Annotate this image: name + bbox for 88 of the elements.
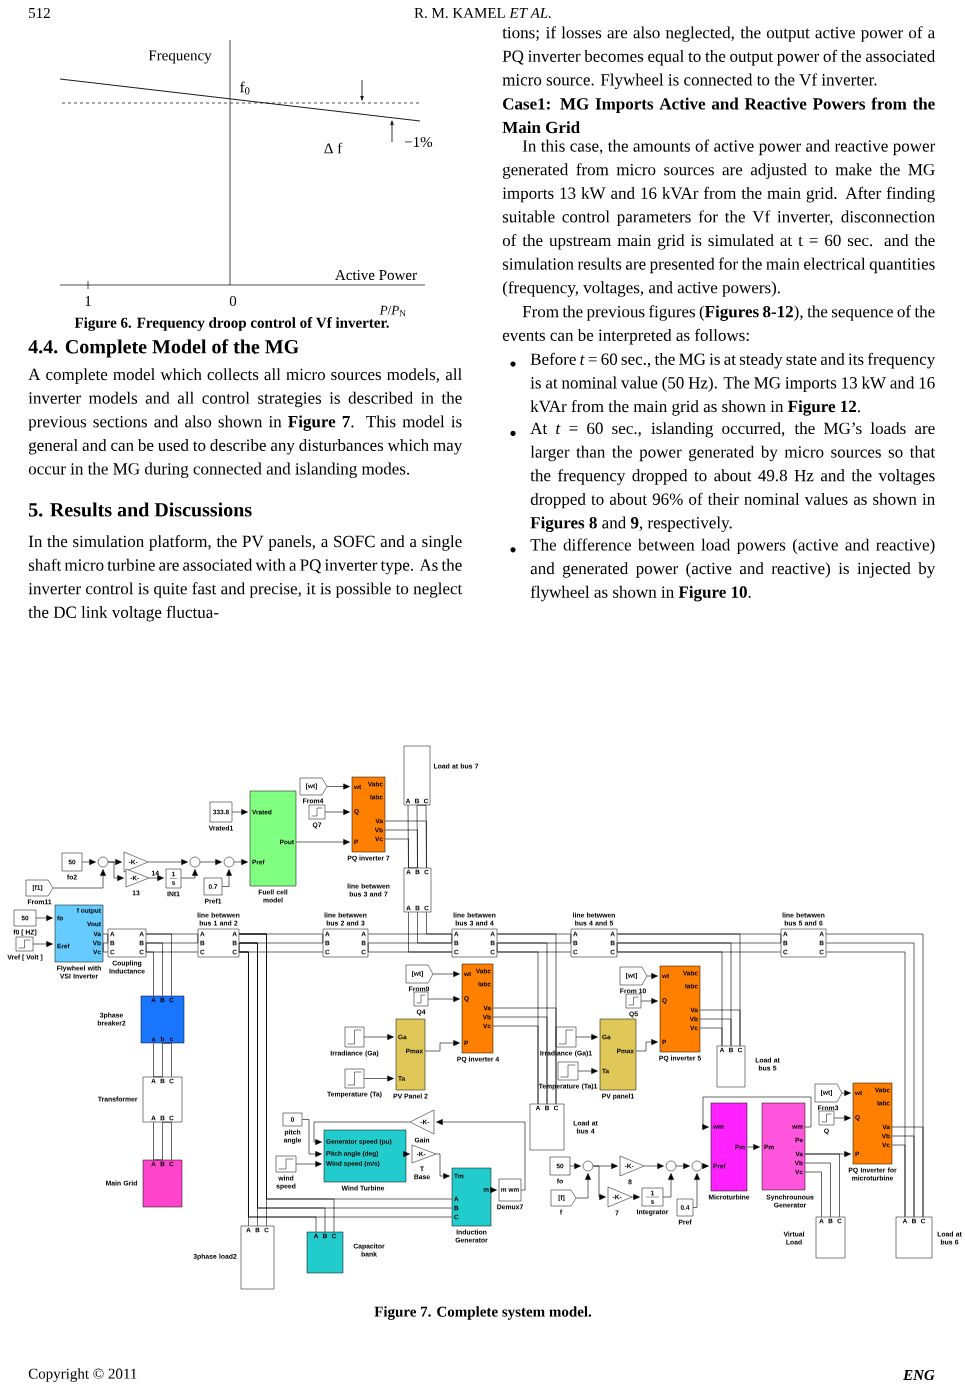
- signal-arrow: [577, 1068, 598, 1074]
- signal-arrow: [635, 1039, 658, 1052]
- paragraph: A complete model which collects all micro sources models, all inverter models and all control strategies is described in the previous sections and also shown in Figure 7. This model is general and can be used to describe any disturbances which may occur in the MG during connected and islanding modes.: [28, 368, 463, 479]
- axis-label: −1%: [404, 136, 433, 148]
- signal-arrow: [363, 1075, 394, 1082]
- signal-arrow: [199, 859, 222, 865]
- signal-arrow: [435, 1153, 450, 1179]
- signal-arrow: [841, 1090, 851, 1096]
- signal-arrow: [490, 1187, 497, 1193]
- signal-arrow: [640, 998, 658, 1004]
- signal-arrow: [326, 783, 350, 790]
- sum-junction: [665, 1160, 677, 1172]
- three-phase-line: [407, 804, 427, 869]
- three-phase-line: [153, 1121, 172, 1161]
- three-phase-line: [145, 933, 199, 953]
- signal-arrow: [646, 973, 658, 979]
- signal-arrow: [295, 839, 350, 845]
- signal-arrow: [233, 859, 248, 865]
- section-heading: 5. Results and Discussions: [29, 502, 252, 517]
- three-phase-line: [238, 933, 324, 953]
- three-phase-line: [102, 933, 109, 953]
- signal-arrow: [833, 1115, 851, 1121]
- bullet-paragraph: The difference between load powers (active and reactive) and generated power (active and reactive) is injected by flywheel as shown in Figure 10.: [530, 538, 936, 602]
- three-phase-line: [367, 933, 453, 953]
- signal-arrow: [631, 1194, 640, 1200]
- paragraph: From the previous figures (Figures 8-12), the sequence of the events can be interpreted as follows:: [502, 305, 935, 345]
- sum-junction: [582, 1160, 594, 1172]
- sum-junction: [97, 856, 109, 868]
- signal-arrow: [221, 869, 232, 887]
- signal-arrow: [301, 1119, 322, 1157]
- copyright-line: Copyright © 2011: [28, 1368, 137, 1382]
- signal-arrow: [147, 859, 188, 865]
- three-phase-line: [804, 1153, 840, 1218]
- bullet-paragraph: At t = 60 sec., islanding occurred, the MG’s loads are larger than the power generated by micro sources so that the frequency dropped to about 49.8 Hz and the voltages dropped to about 96% of their nominal values as shown in Figures 8 and 9, respectively.: [530, 422, 936, 533]
- sum-junction: [223, 856, 235, 868]
- paragraph-heading: Case1: MG Imports Active and Reactive Powers from the Main Grid: [502, 97, 935, 134]
- signal-arrow: [107, 861, 124, 881]
- signal-arrow: [324, 809, 350, 815]
- figure-caption: Figure 7. Complete system model.: [374, 1306, 592, 1320]
- signal-arrow: [592, 1165, 606, 1200]
- signal-arrow: [436, 1119, 526, 1191]
- signal-arrow: [363, 1034, 394, 1040]
- signal-arrow: [81, 859, 96, 865]
- signal-arrow: [692, 1173, 700, 1208]
- signal-arrow: [702, 1096, 812, 1130]
- three-phase-line: [153, 1042, 172, 1078]
- sum-junction: [189, 856, 201, 868]
- signal-arrow: [662, 1173, 674, 1198]
- tick-label: 0: [229, 295, 237, 307]
- signal-arrow: [231, 809, 248, 815]
- signal-arrow: [675, 1163, 690, 1169]
- signal-arrow: [32, 941, 53, 947]
- figure-caption: Figure 6. Frequency droop control of Vf inverter.: [74, 317, 389, 331]
- signal-arrow: [424, 1040, 460, 1052]
- bullet-paragraph: Before t = 60 sec., the MG is at steady state and its frequency is at nominal value (50 Hz). The MG imports 13 kW and 16 kVAr from the main grid as shown in Figure 12.: [530, 352, 936, 416]
- axis-label: Δ f: [324, 142, 343, 154]
- signal-arrow: [427, 996, 460, 1002]
- section-heading: 4.4. Complete Model of the MG: [28, 339, 299, 358]
- signal-arrow: [643, 1163, 664, 1169]
- paragraph: In the simulation platform, the PV panels, a SOFC and a single shaft micro turbine are associated with a PQ inverter type. As the inverter control is quite fast and precise, it is possible to neglect the DC link voltage fluctua-: [28, 535, 463, 622]
- signal-arrow: [575, 1173, 591, 1199]
- axis-label: Active Power: [335, 269, 417, 281]
- signal-arrow: [52, 869, 106, 889]
- paragraph: In this case, the amounts of active power and reactive power generated from micro sources are adjusted to make the MG imports 13 kW and 16 kVAr from the main grid. After finding suitable control parameters for the Vf inverter, disconnection of the upstream main grid is simulated at t = 60 sec. and the simulation results are presented for the main electrical quantities (frequency, voltages, and active powers).: [502, 139, 936, 297]
- signal-arrow: [148, 875, 164, 881]
- journal-abbreviation: ENG: [903, 1369, 935, 1381]
- signal-arrow: [804, 1151, 851, 1157]
- three-phase-line: [825, 933, 924, 1218]
- signal-arrow: [746, 1144, 760, 1150]
- signal-arrow: [575, 1034, 598, 1040]
- signal-arrow: [180, 869, 198, 879]
- running-head: R. M. KAMEL ET AL.: [414, 7, 551, 19]
- signal-arrow: [295, 1161, 322, 1167]
- paragraph: tions; if losses are also neglected, the output active power of a PQ inverter becomes equal to the output power of the associated micro source. Flywheel is connected to the Vf inverter.: [502, 26, 936, 90]
- signal-arrow: [432, 971, 460, 977]
- page-number: 512: [29, 7, 50, 19]
- signal-arrow: [403, 1151, 410, 1157]
- signal-arrow: [569, 1163, 581, 1169]
- signal-arrow: [313, 1121, 411, 1145]
- axis-label: P/P$_{N}$: [379, 305, 406, 317]
- tick-label: 1: [85, 296, 91, 306]
- axis-label: f$_{0}$: [240, 81, 250, 95]
- signal-arrow: [35, 915, 53, 921]
- axis-label: Frequency: [148, 50, 212, 64]
- three-phase-line: [496, 933, 572, 953]
- sum-junction: [691, 1160, 703, 1172]
- signal-arrow: [701, 1163, 709, 1169]
- three-phase-line: [616, 933, 782, 953]
